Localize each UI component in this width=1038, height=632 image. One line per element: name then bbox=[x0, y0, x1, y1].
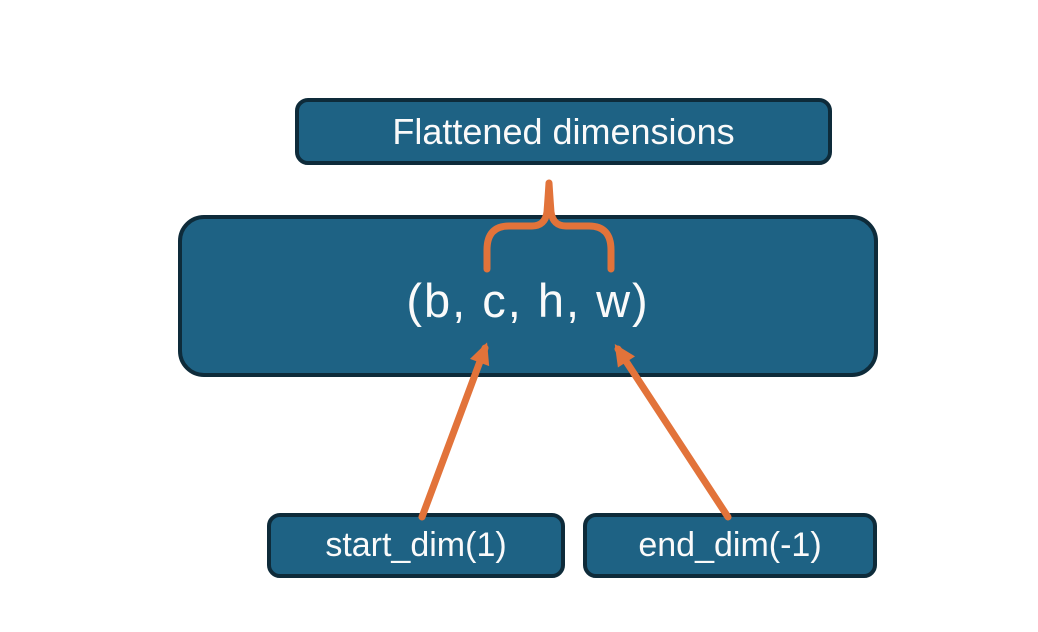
end-dim-box: end_dim(-1) bbox=[583, 513, 877, 578]
flattened-dimensions-box: Flattened dimensions bbox=[295, 98, 832, 165]
end-dim-label: end_dim(-1) bbox=[638, 526, 822, 564]
start-dim-box: start_dim(1) bbox=[267, 513, 565, 578]
start-dim-label: start_dim(1) bbox=[325, 526, 507, 564]
tensor-shape-box: (b, c, h, w) bbox=[178, 215, 878, 377]
tensor-shape-label: (b, c, h, w) bbox=[406, 273, 650, 327]
flattened-dimensions-label: Flattened dimensions bbox=[392, 110, 735, 152]
